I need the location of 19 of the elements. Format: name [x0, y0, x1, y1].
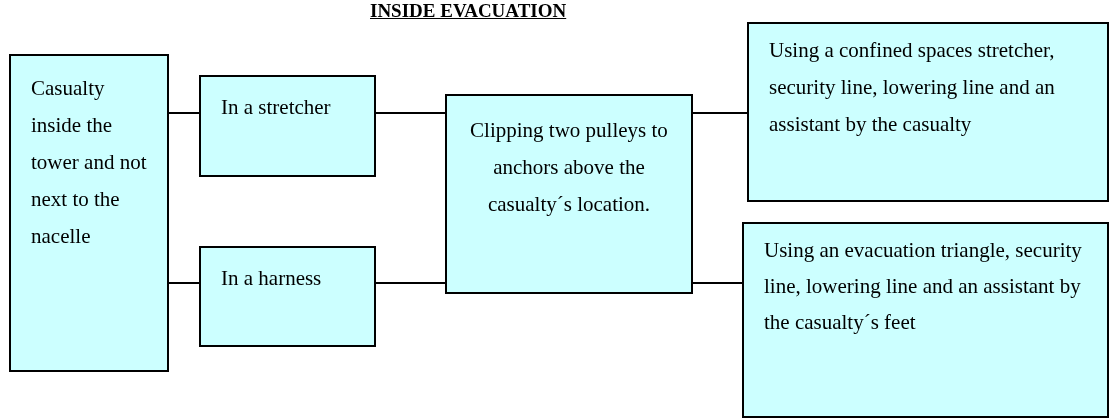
process-box — [747, 22, 1109, 202]
diagram-title: INSIDE EVACUATION — [370, 0, 567, 22]
box-text: Casualty inside the tower and not next to the nacelle — [31, 75, 148, 250]
process-box — [445, 94, 693, 294]
connector-line — [375, 282, 446, 284]
box-text: In a stretcher — [221, 94, 332, 121]
box-text: Using an evacuation triangle, security line, lowering line and an assistant by the casualty´s feet — [764, 237, 1083, 336]
process-box — [742, 222, 1109, 418]
connector-line — [168, 112, 200, 114]
process-box — [199, 75, 376, 177]
connector-line — [692, 112, 748, 114]
connector-line — [692, 282, 743, 284]
connector-line — [375, 112, 446, 114]
box-text: In a harness — [221, 265, 323, 292]
box-text: Clipping two pulleys to anchors above the casualty´s location. — [469, 117, 669, 218]
connector-line — [168, 282, 200, 284]
box-text: Using a confined spaces stretcher, security line, lowering line and an assistant by the casualty — [769, 37, 1056, 138]
process-box — [199, 246, 376, 347]
process-box — [9, 54, 169, 372]
